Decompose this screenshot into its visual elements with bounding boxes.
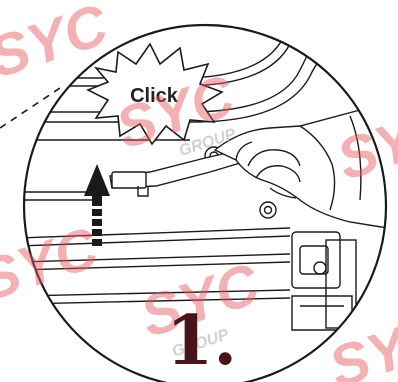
watermark-brand-6: SYC: [0, 0, 116, 91]
watermark-brand-5: SYC: [0, 215, 107, 314]
watermark-brand-4: SYC: [322, 302, 398, 382]
step-number: 1.: [166, 301, 237, 381]
